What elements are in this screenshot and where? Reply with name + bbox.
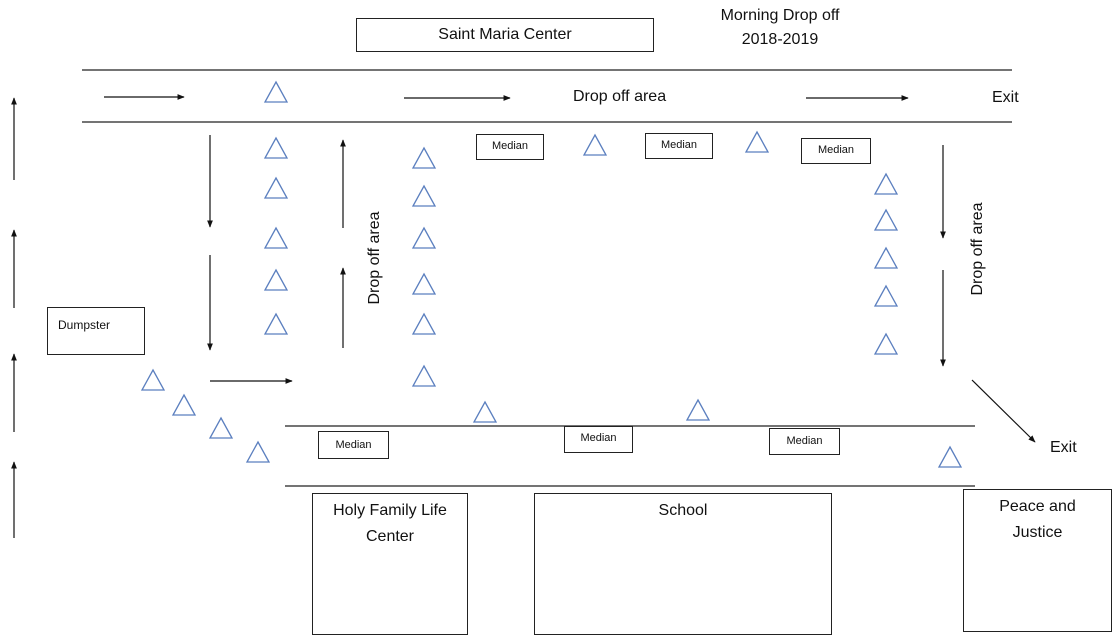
traffic-cone-icon — [873, 208, 899, 231]
cones — [140, 80, 963, 468]
median-bottom-1: Median — [318, 431, 389, 459]
traffic-cone-icon — [263, 268, 289, 291]
holy-family-line-1: Holy Family Life — [333, 502, 447, 519]
saint-maria-center: Saint Maria Center — [356, 18, 654, 52]
median-top-2: Median — [645, 133, 713, 159]
traffic-cone-icon — [263, 312, 289, 335]
arrow-exit-icon — [971, 379, 1036, 443]
traffic-cone-icon — [873, 246, 899, 269]
traffic-cone-icon — [411, 312, 437, 335]
exit-bottom-label: Exit — [1050, 439, 1077, 456]
traffic-cone-icon — [411, 364, 437, 387]
traffic-cone-icon — [263, 226, 289, 249]
traffic-cone-icon — [140, 368, 166, 391]
school-label: School — [658, 502, 708, 519]
traffic-cone-icon — [744, 130, 770, 153]
traffic-cone-icon — [411, 184, 437, 207]
title-line-1: Morning Drop off — [720, 7, 840, 24]
title-line-2: 2018-2019 — [741, 31, 819, 48]
drop-off-area-left: Drop off area — [366, 211, 383, 305]
holy-family-line-2: Center — [365, 528, 415, 545]
dumpster: Dumpster — [47, 307, 145, 355]
traffic-cone-icon — [263, 176, 289, 199]
drop-off-area-right: Drop off area — [969, 202, 986, 296]
traffic-cone-icon — [171, 393, 197, 416]
exit-top-label: Exit — [992, 89, 1019, 106]
median-label: Median — [660, 139, 698, 151]
traffic-arrows — [11, 94, 1036, 538]
median-top-1: Median — [476, 134, 544, 160]
holy-family-life-center: Holy Family Life Center — [312, 493, 468, 635]
median-bottom-2: Median — [564, 426, 633, 453]
traffic-cone-icon — [873, 172, 899, 195]
traffic-cone-icon — [263, 80, 289, 103]
saint-maria-label: Saint Maria Center — [438, 26, 572, 43]
traffic-cone-icon — [472, 400, 498, 423]
traffic-cone-icon — [685, 398, 711, 421]
peace-and-justice: Peace and Justice — [963, 489, 1112, 632]
median-label: Median — [817, 144, 855, 156]
dumpster-label: Dumpster — [58, 318, 111, 332]
traffic-cone-icon — [263, 136, 289, 159]
median-bottom-3: Median — [769, 428, 840, 455]
school: School — [534, 493, 832, 635]
median-label: Median — [335, 439, 372, 451]
drop-off-area-top: Drop off area — [573, 88, 667, 105]
traffic-cone-icon — [208, 416, 234, 439]
traffic-cone-icon — [873, 332, 899, 355]
traffic-cone-icon — [873, 284, 899, 307]
traffic-cone-icon — [411, 146, 437, 169]
median-label: Median — [491, 140, 529, 152]
median-top-3: Median — [801, 138, 871, 164]
traffic-cone-icon — [937, 445, 963, 468]
median-label: Median — [580, 432, 617, 444]
median-label: Median — [786, 435, 823, 447]
traffic-cone-icon — [582, 133, 608, 156]
traffic-cone-icon — [411, 272, 437, 295]
traffic-cone-icon — [411, 226, 437, 249]
traffic-cone-icon — [245, 440, 271, 463]
peace-line-2: Justice — [1012, 524, 1063, 541]
peace-line-1: Peace and — [999, 498, 1076, 515]
